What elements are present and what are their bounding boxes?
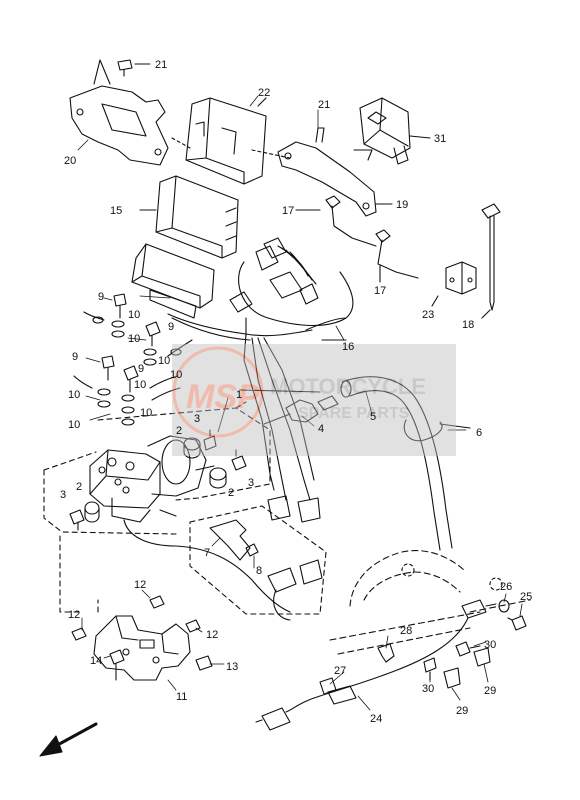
hose-part-5 [340,376,453,551]
callout-29: 29 [456,705,468,717]
hydraulic-unit-box [43,389,321,535]
callout-29: 29 [484,685,496,697]
ecu-part-22 [171,97,291,185]
damper-part-2b [209,467,227,489]
sensor-part-4 [263,395,339,425]
connector-part-23 [431,261,477,307]
wire-harness-part-16 [167,237,354,523]
bolt-part-3b [231,449,247,471]
watermark: MSP MOTORCYCLE SPARE PARTS [172,344,456,456]
bolt-part-25 [507,615,527,631]
callout-30: 30 [484,639,496,651]
bracket-part-19 [277,127,393,217]
watermark-logo: MSP [186,378,260,416]
callout-6: 6 [476,427,482,439]
callout-14: 14 [90,655,102,667]
callout-12: 12 [206,629,218,641]
callout-24: 24 [370,713,382,725]
relay-part-31 [353,97,431,165]
callout-10: 10 [134,379,146,391]
callout-13: 13 [226,661,238,673]
callout-18: 18 [462,319,474,331]
hydraulic-unit-part-1 [89,435,291,613]
callout-2: 2 [228,487,234,499]
damper-part-2a [183,437,201,459]
callout-2: 2 [76,481,82,493]
callout-23: 23 [422,309,434,321]
relay-box [131,243,215,319]
watermark-brand-line1: MOTORCYCLE [270,374,426,399]
callout-26: 26 [500,581,512,593]
clip-part-28 [377,643,395,663]
callout-22: 22 [258,87,270,99]
cable-tie-part-18 [481,203,501,319]
damper-part-2c [84,501,100,523]
module-part-15 [139,175,239,259]
callout-21: 21 [155,59,167,71]
callout-11: 11 [176,691,187,703]
nut-part-12c [185,619,201,633]
callout-25: 25 [520,591,532,603]
bolt-part-3c [69,509,85,531]
callout-12: 12 [68,609,80,621]
callout-10: 10 [128,333,140,345]
nut-part-12b [71,627,87,641]
callout-10: 10 [68,419,80,431]
bolt-part-30a [455,641,481,657]
nut-part-12a [149,595,165,609]
callout-20: 20 [64,155,76,167]
callout-9: 9 [138,363,144,375]
bolt-set-part-9-10 [73,293,193,426]
callout-3: 3 [248,477,254,489]
clip-part-29a [473,647,491,667]
callout-15: 15 [110,205,122,217]
watermark-brand-line2: SPARE PARTS [298,405,410,422]
callout-9: 9 [168,321,174,333]
callout-10: 10 [158,355,170,367]
callout-12: 12 [134,579,146,591]
callout-8: 8 [256,565,262,577]
callout-7: 7 [204,547,210,559]
callout-10: 10 [68,389,80,401]
clamp-part-6 [403,419,471,442]
callout-30: 30 [422,683,434,695]
leader-lines [77,95,523,711]
callout-3: 3 [60,489,66,501]
connector-part-17-lower [375,229,419,283]
front-arrow-icon [39,722,98,757]
callout-17: 17 [374,285,386,297]
bolt-part-14 [109,649,125,681]
rear-sensor-part-24 [255,599,497,731]
callout-31: 31 [434,133,446,145]
sub-assembly-box [189,505,327,621]
callout-19: 19 [396,199,408,211]
callout-27: 27 [334,665,346,677]
callout-labels: 21 20 22 21 31 15 19 17 17 18 23 16 9 10… [60,59,532,725]
callout-4: 4 [318,423,324,435]
callout-10: 10 [128,309,140,321]
connector-part-17-upper [295,195,377,247]
callout-3: 3 [194,413,200,425]
callout-9: 9 [72,351,78,363]
callout-2: 2 [176,425,182,437]
bracket-part-20 [69,59,169,166]
bolt-part-21-top [117,59,151,77]
swingarm-outline [329,550,531,655]
nut-part-13 [195,655,213,671]
clip-part-29b [443,667,461,689]
callout-17: 17 [282,205,294,217]
callout-16: 16 [342,341,354,353]
clip-part-27 [319,677,337,695]
bracket-part-11 [93,615,191,681]
callout-10: 10 [140,407,152,419]
washer-part-26 [498,599,510,613]
bolt-part-3a [203,429,217,451]
callout-9: 9 [98,291,104,303]
callout-21: 21 [318,99,330,111]
callout-5: 5 [370,411,376,423]
callout-1: 1 [236,389,242,401]
callout-28: 28 [400,625,412,637]
callout-10: 10 [170,369,182,381]
